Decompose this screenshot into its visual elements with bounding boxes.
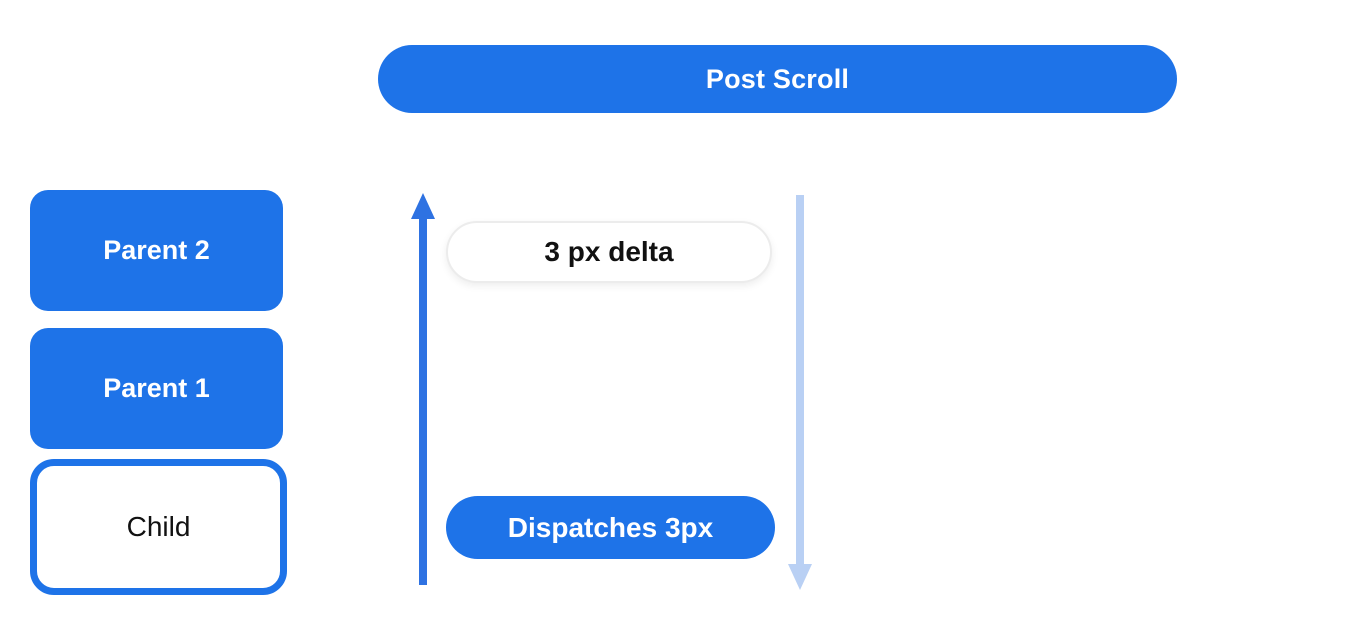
parent-1-node: Parent 1 [30,328,283,449]
parent-2-label: Parent 2 [103,235,210,265]
up-arrow-line [419,211,427,585]
down-arrow-line [796,195,804,572]
post-scroll-banner: Post Scroll [378,45,1177,113]
up-arrow-icon [411,193,435,585]
delta-pill-label: 3 px delta [544,236,674,267]
parent-2-node: Parent 2 [30,190,283,311]
down-arrow-icon [788,195,812,590]
parent-1-label: Parent 1 [103,373,210,403]
child-label: Child [126,511,191,542]
delta-pill: 3 px delta [446,221,772,283]
dispatch-pill: Dispatches 3px [446,496,775,559]
dispatch-pill-label: Dispatches 3px [507,511,714,543]
child-node: Child [30,459,287,595]
post-scroll-banner-label: Post Scroll [705,63,850,94]
down-arrowhead-icon [788,564,812,590]
